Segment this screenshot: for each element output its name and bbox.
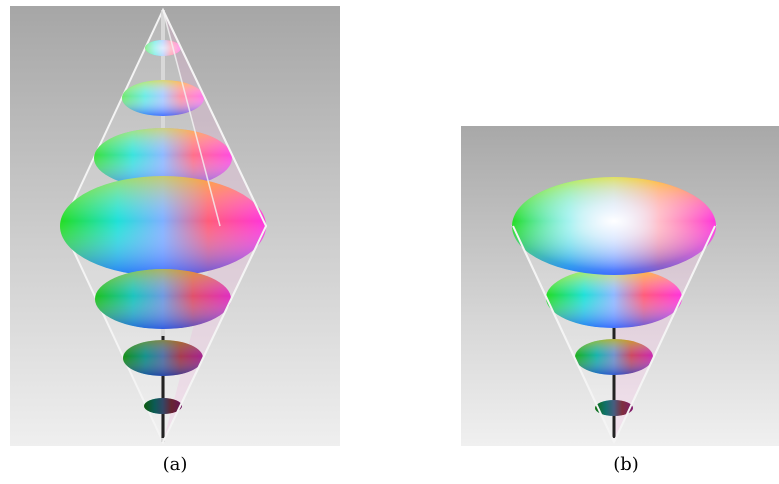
disc-5 <box>95 269 231 329</box>
outline-edge-right-upper <box>162 9 267 227</box>
disc-4 <box>60 176 266 276</box>
cone-diagram <box>461 126 779 446</box>
caption-b: (b) <box>613 454 639 475</box>
cone-disc-3 <box>546 268 682 328</box>
outline-edge-right-lower <box>162 225 267 443</box>
disc-2 <box>122 80 204 116</box>
disc-7 <box>144 398 182 414</box>
outline-edge-right <box>613 225 716 443</box>
disc-1 <box>145 40 181 56</box>
cone-disc-2 <box>575 339 653 375</box>
cone-disc-1 <box>595 400 633 416</box>
outline-edge-front <box>162 9 221 227</box>
cone-panel <box>461 126 779 446</box>
disc-6 <box>123 340 203 376</box>
cone-disc-4 <box>512 177 716 275</box>
bicone-panel <box>10 6 340 446</box>
bicone-diagram <box>10 6 340 446</box>
outline-edge-left <box>512 225 615 443</box>
caption-a: (a) <box>162 454 188 475</box>
